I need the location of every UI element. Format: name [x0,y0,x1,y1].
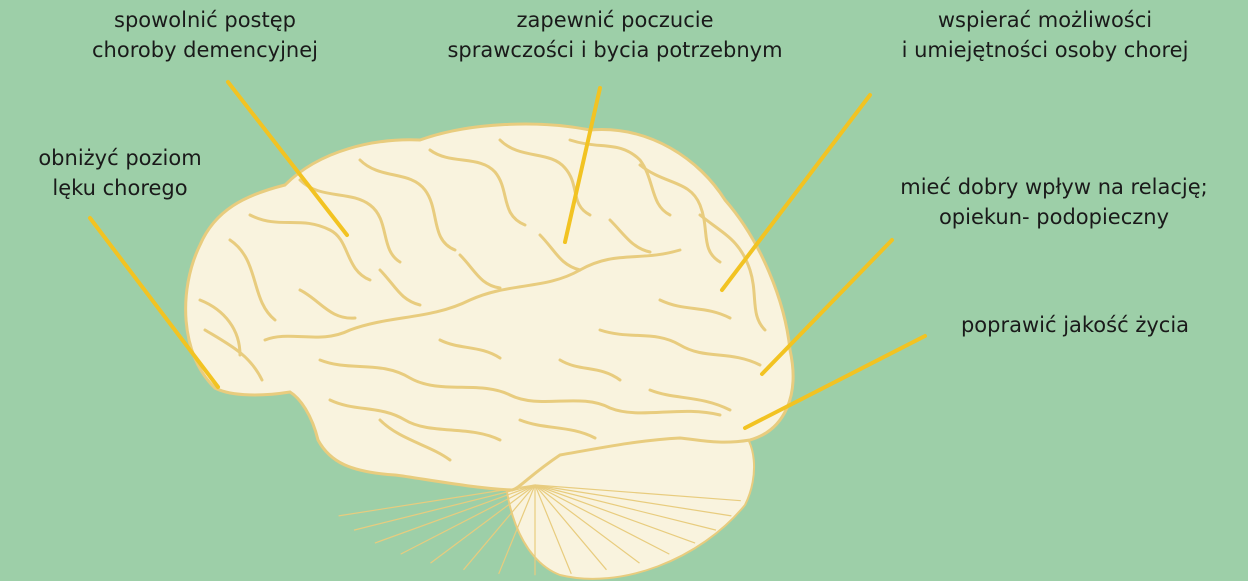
label-reduce-anxiety-line1: obniżyć poziom [0,143,240,173]
label-sense-of-agency: zapewnić poczucie sprawczości i bycia po… [405,5,825,65]
label-support-abilities-line1: wspierać możliwości [860,5,1230,35]
label-relationship: mieć dobry wpływ na relację; opiekun- po… [860,172,1248,232]
label-reduce-anxiety-line2: lęku chorego [0,173,240,203]
label-sense-of-agency-line1: zapewnić poczucie [405,5,825,35]
label-sense-of-agency-line2: sprawczości i bycia potrzebnym [405,35,825,65]
label-slow-progress-line1: spowolnić postęp [40,5,370,35]
label-quality-of-life-line1: poprawić jakość życia [925,310,1225,340]
label-support-abilities: wspierać możliwości i umiejętności osoby… [860,5,1230,65]
label-relationship-line1: mieć dobry wpływ na relację; [860,172,1248,202]
label-support-abilities-line2: i umiejętności osoby chorej [860,35,1230,65]
label-slow-progress: spowolnić postęp choroby demencyjnej [40,5,370,65]
label-reduce-anxiety: obniżyć poziom lęku chorego [0,143,240,203]
label-quality-of-life: poprawić jakość życia [925,310,1225,340]
label-slow-progress-line2: choroby demencyjnej [40,35,370,65]
label-relationship-line2: opiekun- podopieczny [860,202,1248,232]
